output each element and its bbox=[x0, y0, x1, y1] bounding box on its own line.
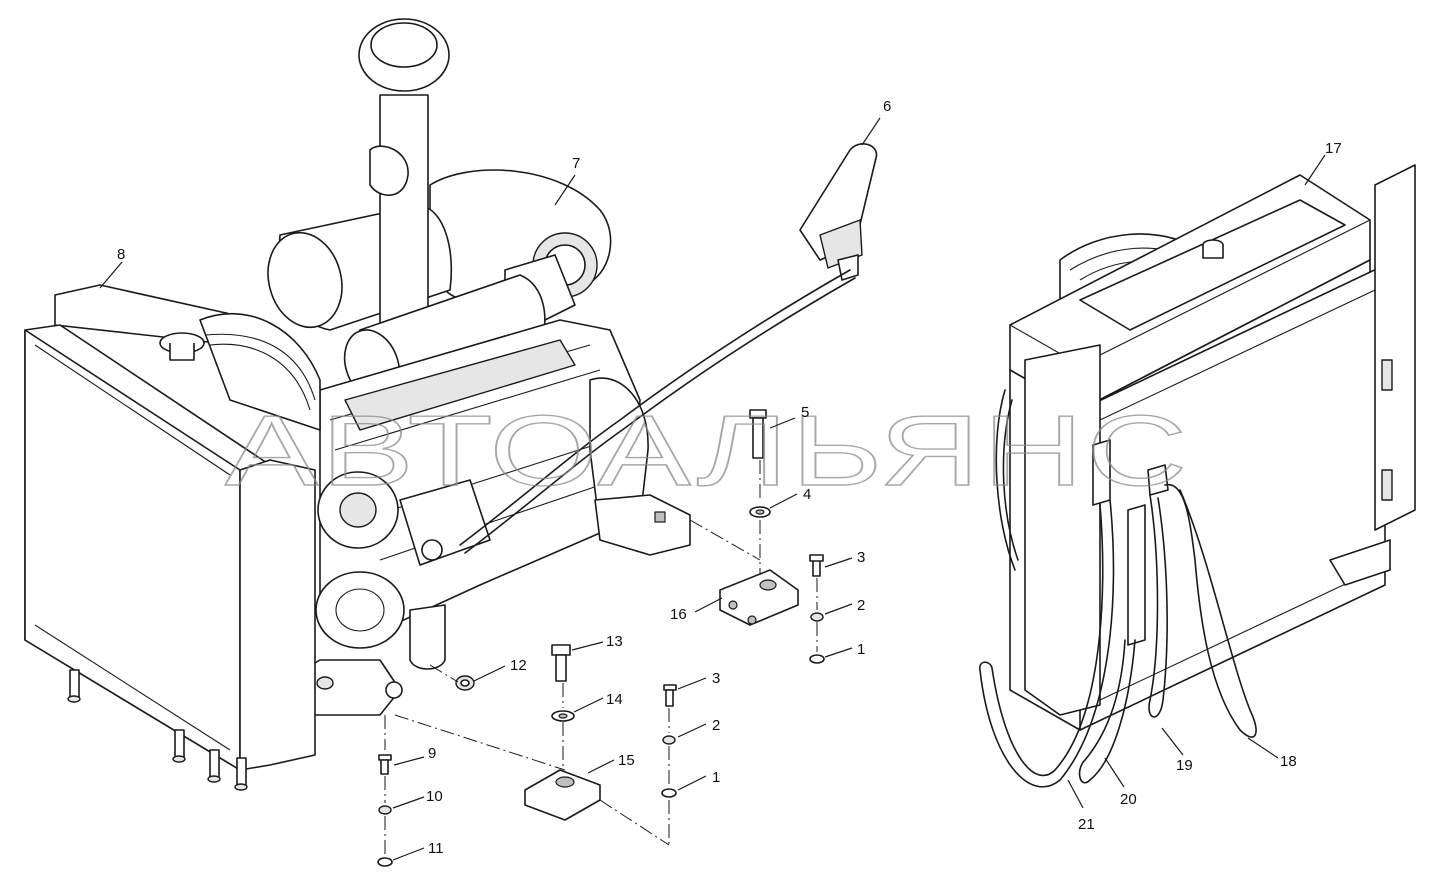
expansion-tank bbox=[459, 143, 878, 554]
callout-labels: 6 7 8 17 5 4 3 2 1 16 12 13 14 3 2 1 15 … bbox=[117, 98, 1342, 857]
callout-2-top: 2 bbox=[857, 597, 865, 614]
engine-assembly bbox=[267, 18, 691, 716]
callout-17: 17 bbox=[1325, 140, 1342, 157]
callout-6: 6 bbox=[883, 98, 891, 115]
callout-leaders bbox=[99, 117, 1326, 861]
callout-15: 15 bbox=[618, 752, 635, 769]
callout-5: 5 bbox=[801, 404, 809, 421]
callout-4: 4 bbox=[803, 486, 811, 503]
left-mount-hardware bbox=[377, 644, 677, 867]
callout-14: 14 bbox=[606, 691, 623, 708]
watermark-text: АВТОАЛЬЯНС bbox=[225, 395, 1190, 507]
callout-12: 12 bbox=[510, 657, 527, 674]
callout-1-bottom: 1 bbox=[712, 769, 720, 786]
callout-16: 16 bbox=[670, 606, 687, 623]
callout-3-top: 3 bbox=[857, 549, 865, 566]
callout-19: 19 bbox=[1176, 757, 1193, 774]
right-radiator-assembly bbox=[979, 164, 1416, 788]
callout-8: 8 bbox=[117, 246, 125, 263]
right-mount-hardware bbox=[689, 409, 825, 664]
callout-3-bottom: 3 bbox=[712, 670, 720, 687]
left-radiator bbox=[24, 284, 321, 791]
callout-20: 20 bbox=[1120, 791, 1137, 808]
callout-10: 10 bbox=[426, 788, 443, 805]
callout-18: 18 bbox=[1280, 753, 1297, 770]
callout-2-bottom: 2 bbox=[712, 717, 720, 734]
callout-11: 11 bbox=[428, 840, 444, 857]
callout-7: 7 bbox=[572, 155, 580, 172]
callout-9: 9 bbox=[428, 745, 436, 762]
callout-21: 21 bbox=[1078, 816, 1095, 833]
callout-1-top: 1 bbox=[857, 641, 865, 658]
callout-13: 13 bbox=[606, 633, 623, 650]
